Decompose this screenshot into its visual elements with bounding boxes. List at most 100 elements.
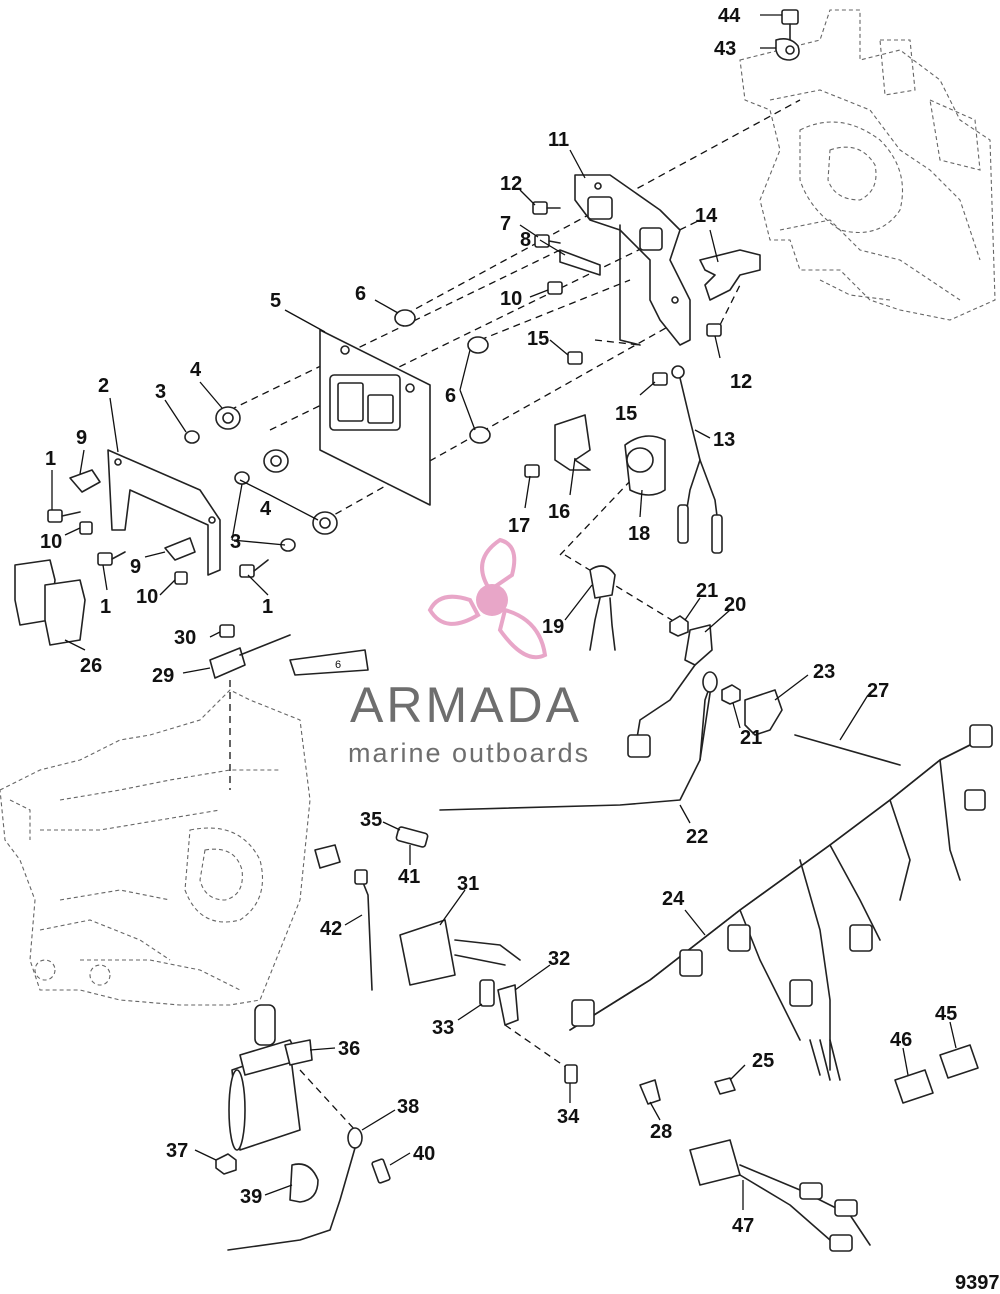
part-5-ecm-module xyxy=(319,329,431,506)
callout-7: 7 xyxy=(500,213,511,235)
part-6-grommet-a xyxy=(394,309,416,327)
armada-watermark: ARMADA marine outboards xyxy=(348,537,590,768)
callout-8: 8 xyxy=(520,229,531,251)
callout-30: 30 xyxy=(174,627,196,649)
part-6-grommet-b xyxy=(467,336,489,354)
part-13-sensor-lead xyxy=(671,365,723,554)
watermark-brand: ARMADA xyxy=(350,677,582,733)
part-10-nut-c xyxy=(174,571,188,585)
callout-15-a: 15 xyxy=(527,328,549,350)
engine-block-lower-left xyxy=(0,689,311,1006)
callout-47: 47 xyxy=(732,1215,754,1237)
part-43-clip xyxy=(775,38,800,61)
part-4-bushing-b xyxy=(263,449,289,473)
callout-36: 36 xyxy=(338,1038,360,1060)
callout-42: 42 xyxy=(320,918,342,940)
part-22-cable xyxy=(439,671,718,811)
callout-33: 33 xyxy=(432,1017,454,1039)
callout-29: 29 xyxy=(152,665,174,687)
part-1-screw-b xyxy=(97,551,126,566)
callout-6-a: 6 xyxy=(355,283,366,305)
callout-15-b: 15 xyxy=(615,403,637,425)
callout-45: 45 xyxy=(935,1003,957,1025)
callout-25: 25 xyxy=(752,1050,774,1072)
callout-10-c: 10 xyxy=(136,586,158,608)
callout-24: 24 xyxy=(662,888,685,910)
part-35-switch xyxy=(314,844,341,869)
part-12-screw-b xyxy=(706,323,722,337)
part-15-screw-b xyxy=(652,372,668,386)
callout-5: 5 xyxy=(270,290,281,312)
callout-16: 16 xyxy=(548,501,570,523)
part-27-tie-strap xyxy=(794,734,901,766)
callout-41: 41 xyxy=(398,866,420,888)
part-46-connector xyxy=(894,1069,934,1104)
armada-propeller-logo xyxy=(427,537,548,660)
part-18-boot xyxy=(624,435,666,496)
part-19-sensor xyxy=(589,565,616,651)
callout-17: 17 xyxy=(508,515,530,537)
callout-31: 31 xyxy=(457,873,479,895)
part-21-nut-a xyxy=(669,615,689,637)
callout-12-a: 12 xyxy=(500,173,522,195)
callout-40: 40 xyxy=(413,1143,435,1165)
callout-21-a: 21 xyxy=(696,580,718,602)
part-24-harness xyxy=(569,724,993,1081)
svg-text:6: 6 xyxy=(335,659,341,671)
part-30-screw xyxy=(219,624,235,638)
callout-32: 32 xyxy=(548,948,570,970)
part-31-rectifier xyxy=(399,919,521,986)
callout-1-a: 1 xyxy=(45,448,56,470)
figure-number: 9397 xyxy=(955,1272,1000,1294)
callout-22: 22 xyxy=(686,826,708,848)
callout-43: 43 xyxy=(714,38,736,60)
part-6-grease-tube: 6 xyxy=(289,649,369,676)
part-28-boot xyxy=(639,1079,661,1105)
part-38-cable xyxy=(227,1127,363,1251)
part-17-screw xyxy=(524,464,540,478)
watermark-tagline: marine outboards xyxy=(348,738,590,768)
part-2-bracket xyxy=(107,449,221,576)
part-42-lead xyxy=(354,869,373,991)
part-4-bushing-c xyxy=(312,511,338,535)
callout-20: 20 xyxy=(724,594,746,616)
callout-34: 34 xyxy=(557,1106,580,1128)
callout-9-b: 9 xyxy=(130,556,141,578)
callout-3-a: 3 xyxy=(155,381,166,403)
part-1-screw-c xyxy=(239,559,269,578)
callout-10-a: 10 xyxy=(500,288,522,310)
part-47-harness xyxy=(689,1139,871,1252)
part-15-screw-a xyxy=(567,351,583,365)
part-11-bracket xyxy=(574,174,691,346)
part-40-bolt xyxy=(371,1158,391,1184)
callout-12-b: 12 xyxy=(730,371,752,393)
callout-labels: 44 43 11 12 14 8 7 10 6 5 15 12 15 13 2 … xyxy=(40,5,957,1237)
part-26-covers xyxy=(14,559,86,646)
callout-6-b: 6 xyxy=(445,385,456,407)
callout-27: 27 xyxy=(867,680,889,702)
part-34-screw xyxy=(564,1064,578,1084)
part-23-boot xyxy=(744,689,783,736)
part-10-nut-a xyxy=(547,281,563,295)
callout-2: 2 xyxy=(98,375,109,397)
callout-9-a: 9 xyxy=(76,427,87,449)
part-9-clip-b xyxy=(164,537,196,561)
callout-leaders xyxy=(51,14,957,1210)
part-6-grommet-c xyxy=(469,426,491,444)
callout-4-a: 4 xyxy=(190,359,202,381)
callout-18: 18 xyxy=(628,523,650,545)
callout-19: 19 xyxy=(542,616,564,638)
callout-26: 26 xyxy=(80,655,102,677)
engine-block-top-right xyxy=(739,9,996,321)
callout-35: 35 xyxy=(360,809,382,831)
part-45-connector xyxy=(939,1044,979,1079)
callout-1-c: 1 xyxy=(262,596,273,618)
callout-10-b: 10 xyxy=(40,531,62,553)
callout-38: 38 xyxy=(397,1096,419,1118)
part-12-screw-a xyxy=(532,201,561,215)
part-36-starter xyxy=(228,1004,313,1151)
part-10-nut-b xyxy=(79,521,93,535)
callout-13: 13 xyxy=(713,429,735,451)
